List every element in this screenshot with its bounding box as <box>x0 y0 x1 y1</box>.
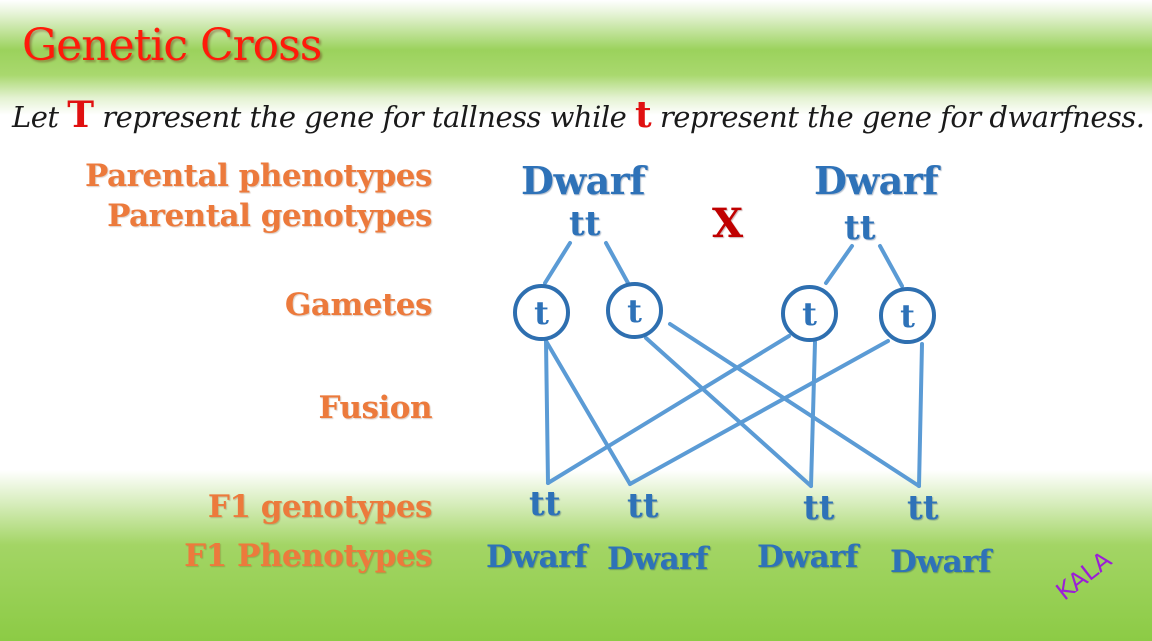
parent2-to-gamete3-line <box>824 244 854 285</box>
parent1-genotype: tt <box>569 204 601 244</box>
gamete-2: t <box>606 282 663 339</box>
intro-symbol-tall: T <box>67 94 94 136</box>
cross-symbol: X <box>712 200 744 247</box>
gamete-3: t <box>781 285 838 342</box>
parent1-to-gamete2-line <box>604 241 630 285</box>
intro-middle: represent the gene for tallness while <box>93 100 636 134</box>
parent2-to-gamete4-line <box>878 244 904 288</box>
parent1-to-gamete1-line <box>543 241 572 285</box>
label-fusion: Fusion <box>318 390 433 426</box>
offspring-2-phenotype: Dwarf <box>607 541 708 577</box>
fusion-line-g4-o2 <box>628 339 890 486</box>
intro-prefix: Let <box>12 100 68 134</box>
label-f1-phenotypes: F1 Phenotypes <box>184 538 432 574</box>
offspring-4-genotype: tt <box>907 488 939 528</box>
offspring-3-phenotype: Dwarf <box>757 539 858 575</box>
fusion-line-g1-o1 <box>544 339 550 485</box>
fusion-line-g2-o3 <box>644 336 813 488</box>
gamete-1: t <box>513 284 570 341</box>
offspring-4-phenotype: Dwarf <box>890 544 991 580</box>
offspring-1-genotype: tt <box>529 484 561 524</box>
intro-suffix: represent the gene for dwarfness. <box>651 100 1145 134</box>
fusion-line-g3-o1 <box>546 334 791 485</box>
label-f1-genotypes: F1 genotypes <box>207 489 433 525</box>
fusion-line-g3-o3 <box>809 340 817 488</box>
fusion-line-g1-o2 <box>544 339 632 486</box>
intro-sentence: Let T represent the gene for tallness wh… <box>12 94 1145 136</box>
label-parental-genotypes: Parental genotypes <box>107 198 432 234</box>
offspring-1-phenotype: Dwarf <box>486 539 587 575</box>
parent1-phenotype: Dwarf <box>521 158 646 203</box>
slide-title: Genetic Cross <box>22 20 322 71</box>
offspring-3-genotype: tt <box>803 488 835 528</box>
label-parental-phenotypes: Parental phenotypes <box>85 158 432 194</box>
fusion-line-g4-o4 <box>917 342 924 488</box>
fusion-line-g2-o4 <box>668 322 921 488</box>
parent2-genotype: tt <box>844 208 876 248</box>
parent2-phenotype: Dwarf <box>814 158 939 203</box>
label-gametes: Gametes <box>284 287 433 323</box>
offspring-2-genotype: tt <box>627 486 659 526</box>
intro-symbol-dwarf: t <box>635 94 652 136</box>
gamete-4: t <box>879 287 936 344</box>
